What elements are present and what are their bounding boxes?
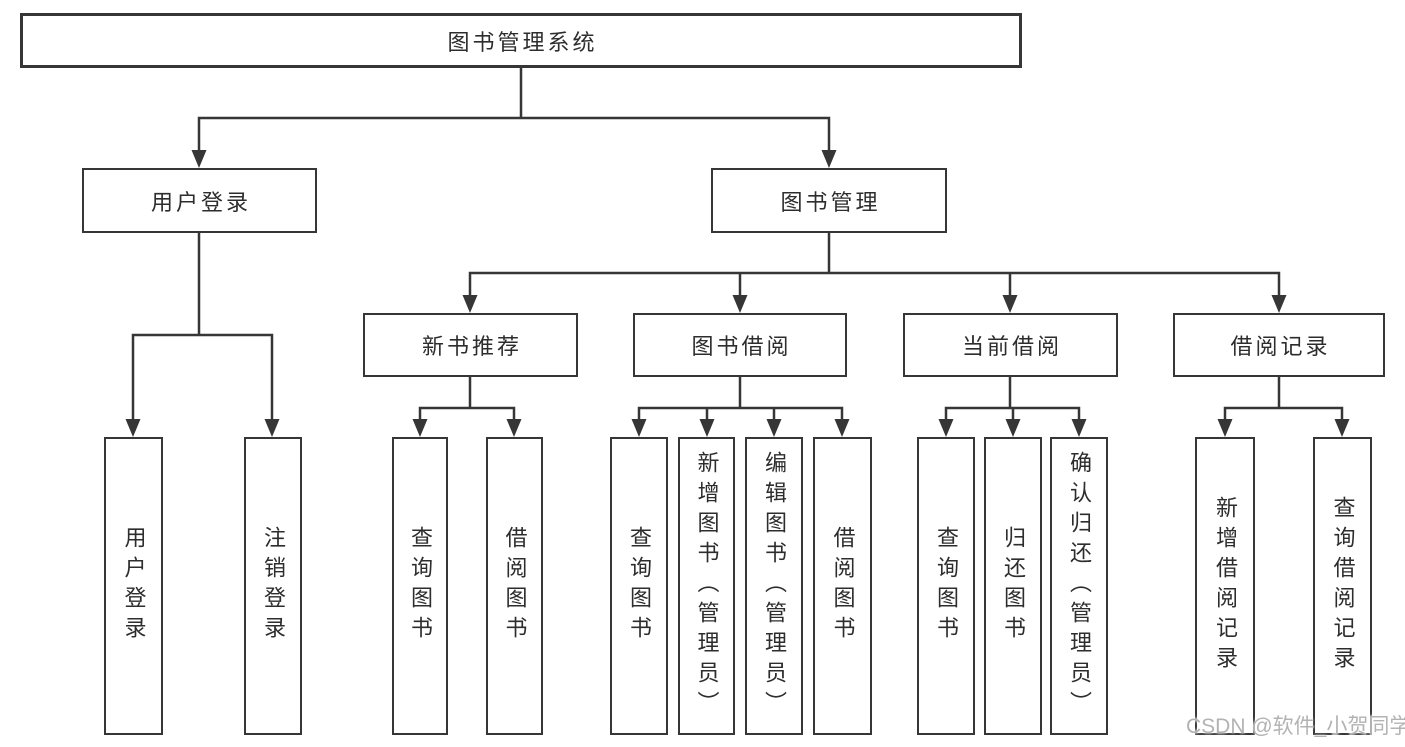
- node-query-books-borrowing: 查询图书: [610, 437, 668, 735]
- node-label: 借阅图书: [502, 526, 528, 646]
- node-label: 图书管理: [780, 189, 881, 215]
- node-library-management-system: 图书管理系统: [20, 13, 1022, 68]
- node-label: 查询图书: [627, 526, 652, 646]
- node-current-borrowing: 当前借阅: [903, 313, 1118, 377]
- node-book-borrowing: 图书借阅: [633, 313, 847, 377]
- node-label: 借阅记录: [1230, 334, 1331, 359]
- node-borrowing-records: 借阅记录: [1173, 313, 1385, 377]
- node-query-borrow-record: 查询借阅记录: [1313, 437, 1372, 735]
- node-borrow-books-recommend: 借阅图书: [486, 437, 543, 735]
- node-add-books-admin: 新增图书（管理员）: [678, 437, 735, 735]
- node-label: 查询图书: [934, 526, 959, 646]
- node-book-management: 图书管理: [711, 168, 947, 233]
- watermark: CSDN @软件_小贺同学: [1186, 715, 1405, 738]
- node-edit-books-admin: 编辑图书（管理员）: [745, 437, 803, 735]
- node-label: 注销登录: [261, 526, 286, 646]
- node-label: 新增图书（管理员）: [694, 451, 720, 721]
- node-label: 归还图书: [1001, 526, 1026, 646]
- node-query-books-recommend: 查询图书: [392, 437, 448, 735]
- node-label: 确认归还（管理员）: [1067, 451, 1092, 721]
- node-query-books-current: 查询图书: [917, 437, 975, 735]
- node-return-books: 归还图书: [984, 437, 1042, 735]
- node-label: 图书借阅: [691, 334, 792, 359]
- node-label: 借阅图书: [830, 526, 856, 646]
- node-label: 新增借阅记录: [1213, 496, 1238, 676]
- node-label: 图书管理系统: [447, 29, 598, 55]
- node-label: 查询借阅记录: [1330, 496, 1356, 676]
- node-new-book-recommendation: 新书推荐: [363, 313, 578, 377]
- node-user-login: 用户登录: [82, 168, 317, 233]
- node-logout: 注销登录: [244, 437, 302, 735]
- node-user-login-leaf: 用户登录: [104, 437, 163, 735]
- node-label: 当前借阅: [961, 334, 1062, 359]
- node-confirm-return-admin: 确认归还（管理员）: [1050, 437, 1108, 735]
- node-label: 新书推荐: [421, 334, 522, 359]
- node-borrow-books-leaf: 借阅图书: [813, 437, 872, 735]
- node-add-borrow-record: 新增借阅记录: [1195, 437, 1255, 735]
- node-label: 编辑图书（管理员）: [762, 451, 787, 721]
- node-label: 用户登录: [150, 189, 251, 215]
- node-label: 用户登录: [121, 526, 147, 646]
- node-label: 查询图书: [408, 526, 433, 646]
